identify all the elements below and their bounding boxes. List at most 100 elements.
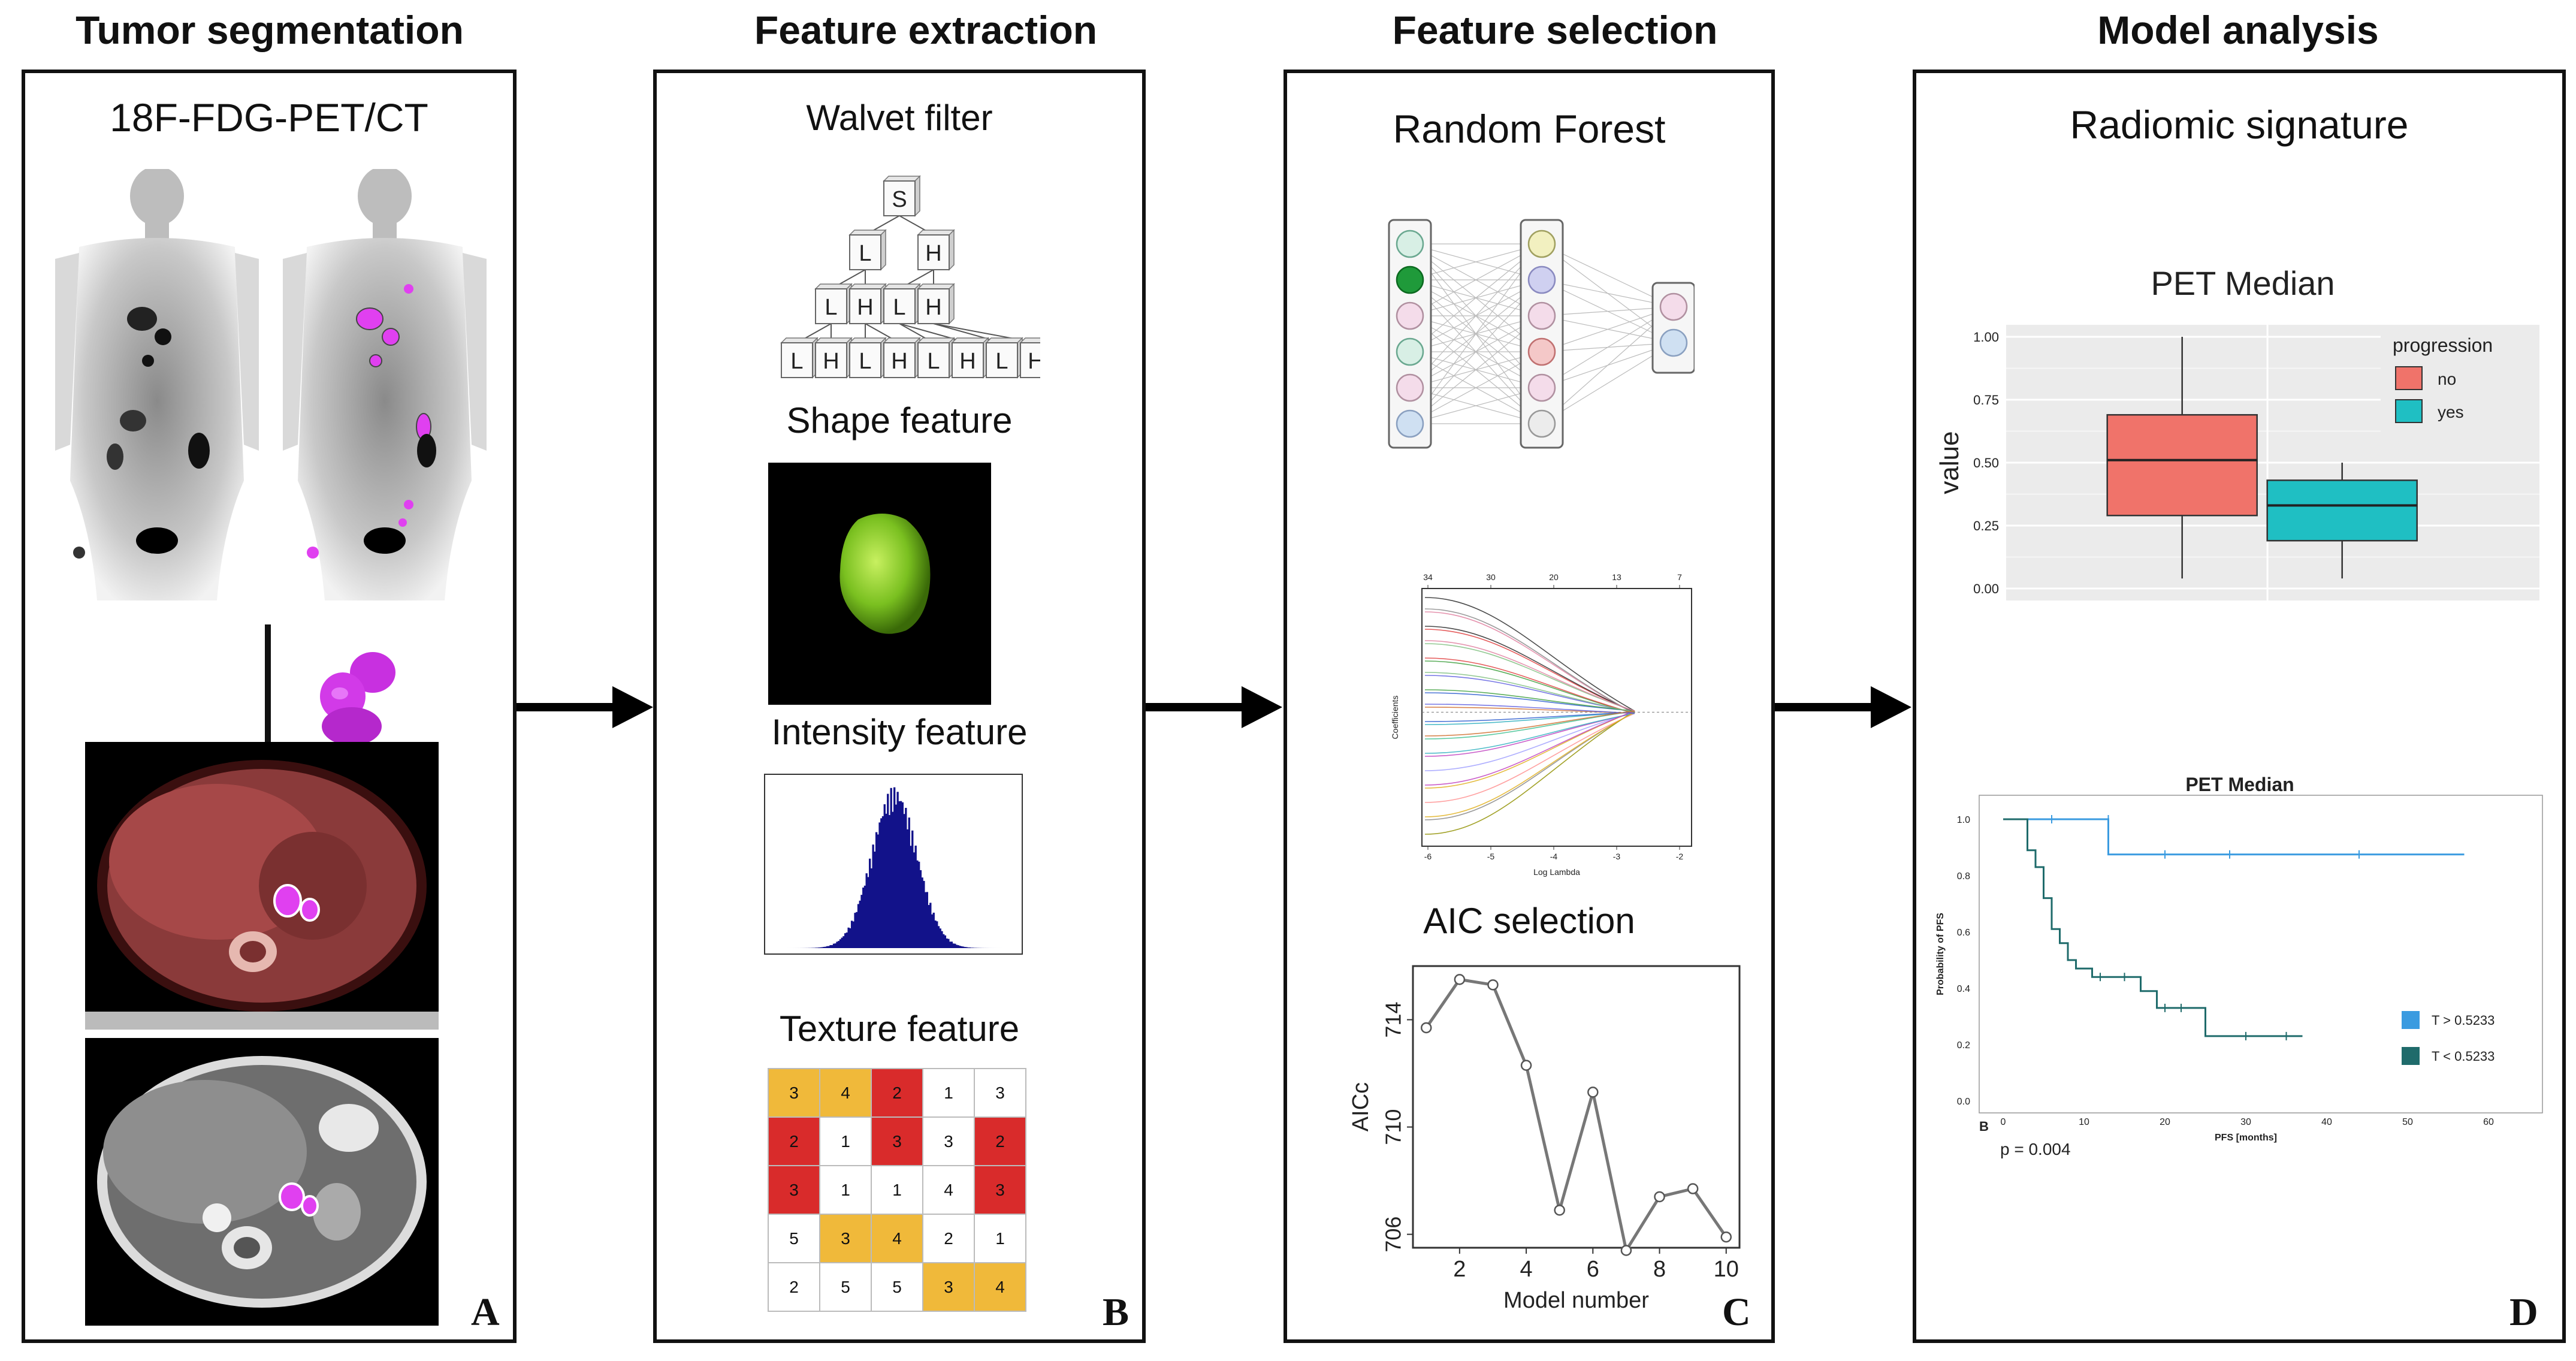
wavelet-node-face xyxy=(917,234,950,270)
boxplot-legend-title: progression xyxy=(2393,334,2493,356)
wavelet-node-label: L xyxy=(927,349,940,374)
histogram-bar xyxy=(890,787,892,948)
rf-connection xyxy=(1409,243,1542,388)
histogram-bar xyxy=(954,943,956,948)
wavelet-node: H xyxy=(814,337,853,379)
panel-letter-a: A xyxy=(471,1290,500,1334)
intensity-histogram xyxy=(764,774,1023,955)
histogram-bar xyxy=(880,818,883,948)
boxplot-legend-no: no xyxy=(2438,370,2456,388)
lasso-path xyxy=(1424,657,1635,714)
rf-node xyxy=(1659,292,1688,321)
histogram-bar xyxy=(911,830,914,948)
texture-cell: 3 xyxy=(769,1166,820,1215)
aic-ylabel: AICc xyxy=(1348,1082,1373,1131)
wavelet-node: L xyxy=(985,337,1023,379)
wavelet-node-label: L xyxy=(859,349,871,374)
boxplot-box xyxy=(2266,479,2418,542)
histogram-bar xyxy=(870,868,873,948)
histogram-bar xyxy=(913,852,916,948)
rf-node xyxy=(1527,373,1556,402)
histogram-bar xyxy=(842,936,845,948)
panel-letter-d: D xyxy=(2509,1290,2538,1334)
aic-point xyxy=(1520,1060,1532,1071)
texture-cell: 3 xyxy=(769,1069,820,1118)
rf-node xyxy=(1527,301,1556,330)
histogram-bar xyxy=(865,873,868,948)
rf-connection xyxy=(1409,243,1542,352)
panel-letter-c: C xyxy=(1722,1290,1751,1334)
wavelet-node-top xyxy=(917,230,955,236)
histogram-bar xyxy=(965,947,968,948)
rf-node xyxy=(1396,409,1424,438)
histogram-bar xyxy=(957,945,959,948)
rf-connection xyxy=(1409,279,1542,424)
wavelet-filter-label: Walvet filter xyxy=(806,98,993,138)
lasso-path xyxy=(1424,711,1635,722)
histogram-bar xyxy=(841,937,843,948)
lasso-path xyxy=(1424,692,1635,712)
lasso-path xyxy=(1424,711,1635,820)
panel-letter-b: B xyxy=(1103,1290,1130,1334)
shape-feature-label: Shape feature xyxy=(786,400,1013,440)
histogram-bar xyxy=(881,816,884,948)
fused-pet-ct-axial xyxy=(85,742,439,1030)
km-ylabel: Probability of PFS xyxy=(1935,913,1946,995)
km-legend-swatch-low xyxy=(2402,1047,2420,1065)
wavelet-node: L xyxy=(917,337,955,379)
km-xtick: 40 xyxy=(2321,1117,2332,1127)
wavelet-node-top xyxy=(780,337,819,343)
rf-node xyxy=(1396,230,1424,258)
wavelet-node-top xyxy=(814,337,853,343)
histogram-bar xyxy=(823,946,825,948)
texture-cell: 4 xyxy=(820,1069,872,1118)
rf-connection xyxy=(1409,243,1542,316)
aic-point xyxy=(1554,1205,1565,1216)
aic-point xyxy=(1587,1087,1599,1098)
wavelet-node-label: L xyxy=(859,241,871,266)
rf-node xyxy=(1527,230,1556,258)
aic-point xyxy=(1487,979,1499,991)
aic-point xyxy=(1420,1022,1432,1034)
histogram-bar xyxy=(918,861,920,948)
texture-cell: 3 xyxy=(820,1215,872,1263)
histogram-bar xyxy=(914,846,917,948)
wavelet-node-top xyxy=(883,337,921,343)
arrow-a-to-b xyxy=(517,686,653,728)
shape-feature-render xyxy=(768,463,991,705)
km-ytick: 0.4 xyxy=(1957,984,1970,994)
texture-cell: 5 xyxy=(820,1263,872,1312)
km-xlabel: PFS [months] xyxy=(2215,1133,2277,1143)
km-curve xyxy=(2003,818,2465,856)
wavelet-node-face xyxy=(917,342,950,378)
header-feature-selection: Feature selection xyxy=(1392,8,1718,52)
aic-xlabel: Model number xyxy=(1503,1288,1649,1313)
lasso-top-tick: 34 xyxy=(1423,572,1433,582)
histogram-bar xyxy=(931,914,934,948)
histogram-bar xyxy=(859,900,861,948)
lasso-path xyxy=(1424,689,1635,712)
lasso-path xyxy=(1424,672,1635,713)
km-corner-letter: B xyxy=(1979,1119,1989,1134)
lasso-path xyxy=(1424,710,1635,786)
histogram-bar xyxy=(838,941,840,948)
lasso-path xyxy=(1424,704,1635,714)
histogram-bar xyxy=(877,834,879,948)
lasso-path xyxy=(1424,713,1635,803)
pet-mip-right-segmented xyxy=(283,169,487,600)
wavelet-node-top xyxy=(985,337,1023,343)
histogram-bar xyxy=(834,943,836,948)
wavelet-node-face xyxy=(849,342,881,378)
wavelet-node-label: L xyxy=(825,295,837,320)
wavelet-node-label: H xyxy=(857,295,873,320)
texture-cell: 2 xyxy=(872,1069,923,1118)
histogram-bar xyxy=(857,904,860,948)
pet-mip-images xyxy=(55,169,487,600)
histogram-bar xyxy=(955,944,958,948)
lasso-bottom-tick: -4 xyxy=(1550,852,1558,861)
arrow-c-to-d xyxy=(1775,686,1911,728)
rf-node xyxy=(1396,337,1424,366)
